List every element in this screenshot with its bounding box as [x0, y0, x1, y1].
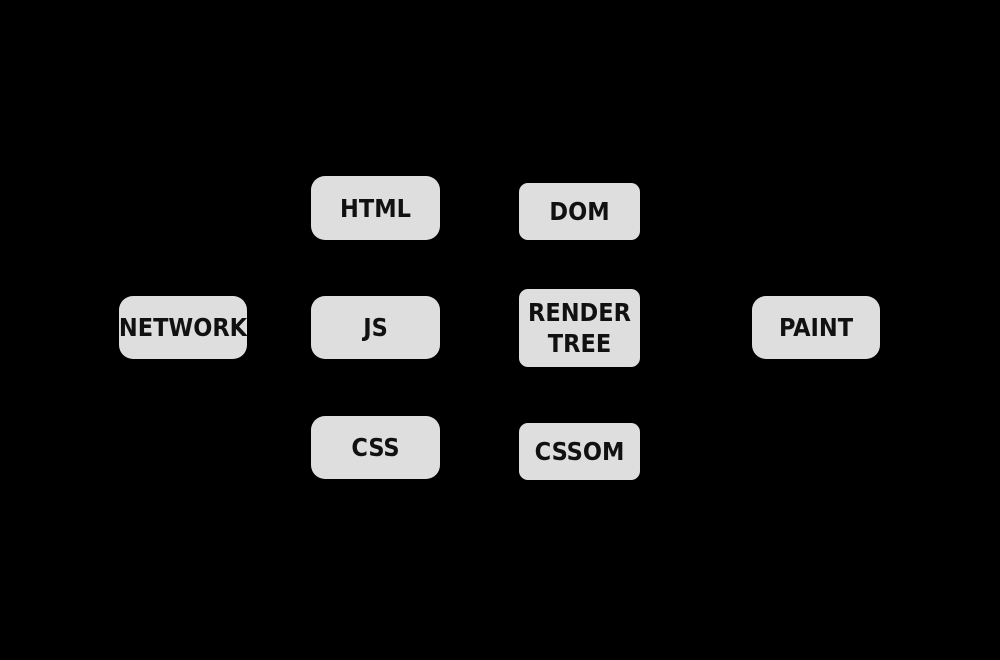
connector-tip-css [312, 428, 318, 442]
html-node: HTML [311, 176, 440, 240]
paint-node: PAINT [752, 296, 880, 359]
network-node: NETWORK [119, 296, 247, 359]
cssom-node: CSSOM [519, 423, 640, 480]
render-tree-node: RENDER TREE [519, 289, 640, 367]
js-node: JS [311, 296, 440, 359]
dom-node: DOM [519, 183, 640, 240]
connector-tip-html [312, 213, 318, 227]
css-node: CSS [311, 416, 440, 479]
